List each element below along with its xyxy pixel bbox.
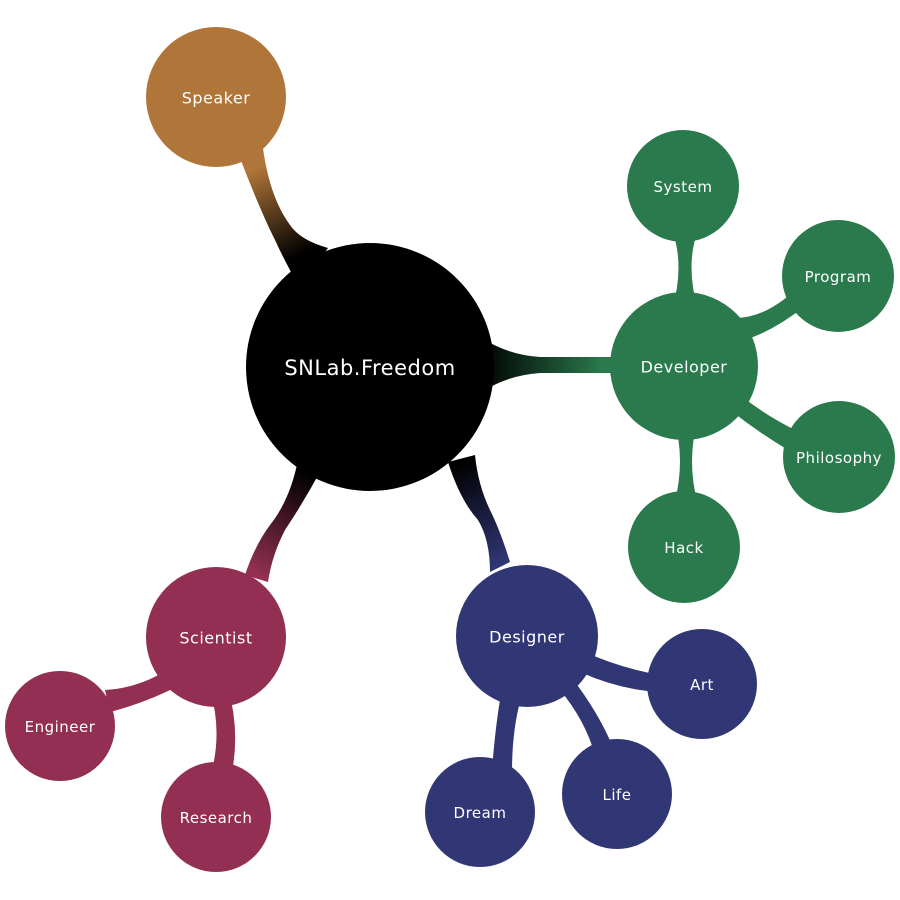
leaf-node-research-circle — [161, 762, 271, 872]
leaf-node-philosophy-circle — [783, 401, 895, 513]
branch-node-scientist-label: Scientist — [179, 629, 252, 648]
branch-node-scientist-circle — [146, 567, 286, 707]
leaf-node-dream-label: Dream — [454, 804, 507, 822]
branch-node-scientist[interactable]: Scientist — [146, 567, 286, 707]
leaf-node-life-circle — [562, 739, 672, 849]
leaf-node-engineer[interactable]: Engineer — [5, 671, 115, 781]
leaf-node-art-circle — [647, 629, 757, 739]
connector-program — [735, 290, 805, 340]
branch-node-developer-circle — [610, 292, 758, 440]
connector-developer — [485, 340, 625, 390]
branch-node-speaker-circle — [146, 27, 286, 167]
leaf-node-philosophy[interactable]: Philosophy — [783, 401, 895, 513]
connector-hack — [674, 420, 698, 505]
connector-system — [672, 230, 698, 310]
connectors — [105, 140, 805, 772]
leaf-node-philosophy-label: Philosophy — [796, 449, 882, 467]
center-node[interactable]: SNLab.Freedom — [246, 243, 494, 491]
leaf-node-program-circle — [782, 220, 894, 332]
leaf-node-hack-label: Hack — [664, 539, 703, 557]
center-node-circle — [246, 243, 494, 491]
branch-node-designer-label: Designer — [489, 628, 565, 647]
branch-node-developer-label: Developer — [641, 358, 728, 377]
connector-designer — [448, 455, 510, 572]
leaf-node-system[interactable]: System — [627, 130, 739, 242]
branch-node-speaker[interactable]: Speaker — [146, 27, 286, 167]
leaf-node-engineer-circle — [5, 671, 115, 781]
branch-node-designer-circle — [456, 565, 598, 707]
leaf-node-engineer-label: Engineer — [25, 718, 96, 736]
connector-scientist — [245, 460, 322, 582]
branch-node-developer[interactable]: Developer — [610, 292, 758, 440]
center-node-label: SNLab.Freedom — [284, 356, 455, 380]
connector-speaker — [240, 140, 328, 288]
connector-life — [560, 678, 612, 755]
leaf-node-life[interactable]: Life — [562, 739, 672, 849]
leaf-node-art-label: Art — [690, 676, 714, 694]
leaf-node-research-label: Research — [180, 809, 253, 827]
branch-node-speaker-label: Speaker — [182, 89, 251, 108]
leaf-node-system-label: System — [654, 178, 713, 196]
leaf-node-system-circle — [627, 130, 739, 242]
leaf-node-program[interactable]: Program — [782, 220, 894, 332]
leaf-node-program-label: Program — [805, 268, 872, 286]
leaf-node-hack-circle — [628, 491, 740, 603]
connector-research — [210, 688, 236, 772]
connector-art — [580, 652, 660, 692]
leaf-node-research[interactable]: Research — [161, 762, 271, 872]
leaf-node-art[interactable]: Art — [647, 629, 757, 739]
leaf-node-dream[interactable]: Dream — [425, 757, 535, 867]
connector-dream — [492, 700, 520, 772]
connector-philosophy — [730, 395, 795, 450]
leaf-node-life-label: Life — [602, 786, 631, 804]
leaf-node-dream-circle — [425, 757, 535, 867]
branch-node-designer[interactable]: Designer — [456, 565, 598, 707]
leaf-node-hack[interactable]: Hack — [628, 491, 740, 603]
